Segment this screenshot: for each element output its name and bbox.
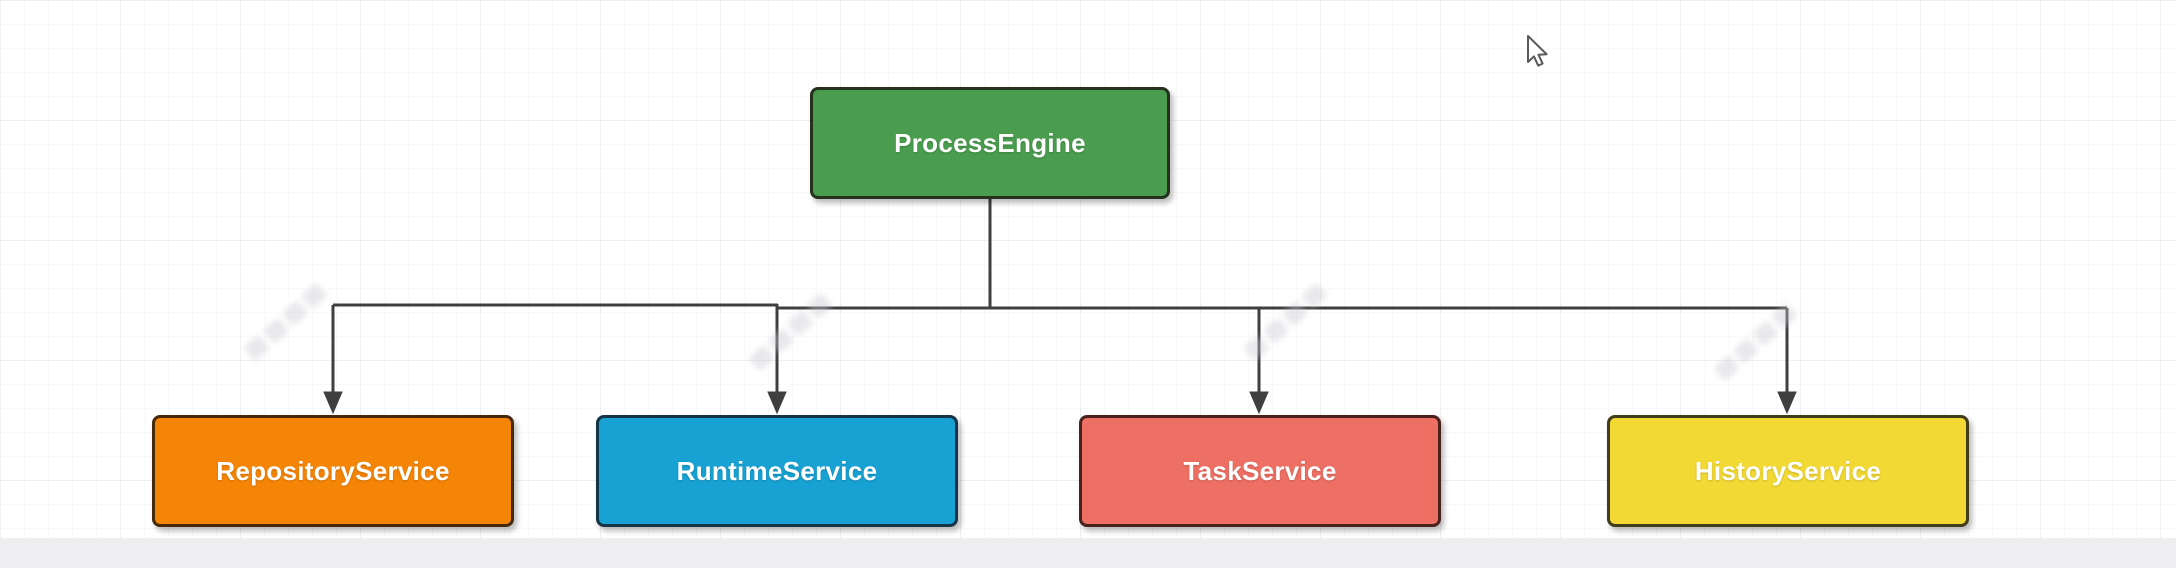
node-history-service-label: HistoryService xyxy=(1694,455,1882,486)
watermark xyxy=(1714,303,1797,381)
node-task-service-label: TaskService xyxy=(1183,455,1337,486)
node-process-engine-label: ProcessEngine xyxy=(894,127,1086,158)
mouse-arrow-cursor-icon xyxy=(1527,35,1548,67)
arrowhead-history-service xyxy=(1777,391,1797,415)
node-repository-service[interactable]: RepositoryService xyxy=(152,415,514,527)
arrowhead-runtime-service xyxy=(767,391,787,415)
arrowhead-repository-service xyxy=(323,391,343,415)
node-history-service[interactable]: HistoryService xyxy=(1607,415,1969,527)
edge-bus[interactable] xyxy=(333,303,1787,310)
bottom-bar xyxy=(0,538,2176,568)
arrowhead-task-service xyxy=(1249,391,1269,415)
watermark xyxy=(749,293,832,371)
node-task-service[interactable]: TaskService xyxy=(1079,415,1441,527)
node-process-engine[interactable]: ProcessEngine xyxy=(810,87,1170,199)
watermark xyxy=(244,283,327,361)
node-repository-service-label: RepositoryService xyxy=(216,455,450,486)
watermark xyxy=(1244,283,1327,361)
node-runtime-service-label: RuntimeService xyxy=(676,455,878,486)
node-runtime-service[interactable]: RuntimeService xyxy=(596,415,958,527)
